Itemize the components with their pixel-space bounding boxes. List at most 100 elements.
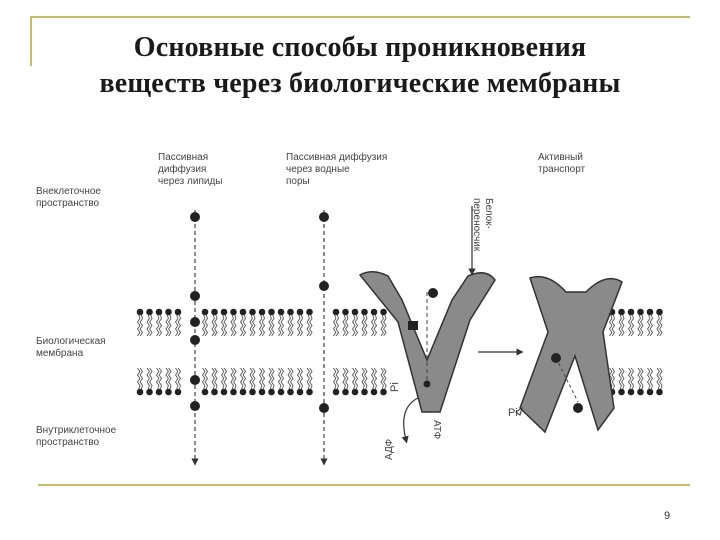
lipid-head — [287, 388, 294, 396]
lipid-tail — [659, 314, 663, 337]
frame-left-line — [30, 16, 32, 66]
lipid-tail — [174, 314, 179, 337]
molecule-dot — [319, 403, 329, 413]
molecule-dot — [428, 288, 438, 298]
lipid-head — [332, 308, 340, 316]
lipid-tail — [380, 367, 384, 390]
lipid-tail — [136, 314, 141, 337]
lipid-tail — [168, 367, 172, 390]
lipid-tail — [211, 367, 215, 390]
lipid-tail — [627, 314, 632, 337]
lipid-tail — [252, 367, 256, 390]
lipid-tail — [354, 314, 359, 337]
lipid-tail — [223, 314, 228, 337]
label-intracellular-2: пространство — [36, 437, 100, 448]
lipid-tail — [211, 314, 215, 337]
lipid-tail — [242, 367, 247, 390]
lipid-head — [287, 308, 294, 316]
title-line-1: Основные способы проникновения — [133, 32, 587, 63]
lipid-head — [370, 388, 378, 396]
lipid-head — [296, 388, 304, 396]
lipid-tail — [204, 314, 209, 337]
lipid-tail — [177, 367, 182, 390]
atp-adp-arrow — [401, 397, 419, 444]
label-membrane-2: мембрана — [36, 347, 84, 359]
label-passive-lipid-2: диффузия — [158, 163, 206, 175]
lipid-tail — [370, 367, 375, 390]
carrier-protein-closed — [519, 275, 623, 434]
lipid-head — [220, 388, 228, 396]
lipid-head — [174, 308, 182, 316]
label-intracellular-1: Внутриклеточное — [36, 425, 117, 436]
lipid-tail — [364, 314, 368, 337]
lipid-tail — [136, 367, 141, 390]
lipid-tail — [345, 367, 349, 390]
lipid-tail — [239, 314, 244, 337]
lipid-tail — [351, 367, 356, 390]
lipid-head — [646, 308, 654, 316]
label-carrier-2: переносчик — [471, 198, 482, 252]
lipid-head — [370, 308, 378, 316]
lipid-tail — [306, 367, 310, 390]
lipid-tail — [299, 367, 304, 390]
lipid-tail — [268, 314, 272, 337]
lipid-tail — [373, 314, 378, 337]
lipid-tail — [296, 314, 301, 337]
lipid-tail — [177, 314, 182, 337]
lipid-tail — [223, 367, 228, 390]
lipid-tail — [280, 367, 285, 390]
label-pi-left: Pi — [389, 382, 401, 392]
lipid-head — [277, 388, 285, 396]
lipid-tail — [611, 314, 616, 337]
lipid-tail — [608, 367, 613, 390]
lipid-head — [361, 388, 368, 396]
molecule-dot — [190, 212, 200, 222]
lipid-head — [211, 388, 218, 396]
lipid-tail — [649, 314, 654, 337]
lipid-head — [239, 308, 247, 316]
lipid-head — [332, 388, 340, 396]
label-active-2: транспорт — [538, 164, 586, 175]
lipid-tail — [383, 314, 387, 337]
lipid-tail — [621, 314, 625, 337]
lipid-head — [239, 388, 247, 396]
lipid-tail — [233, 367, 237, 390]
lipid-head — [165, 388, 172, 396]
label-membrane-1: Биологическая — [36, 336, 106, 347]
label-passive-pores-2: через водные — [286, 164, 350, 175]
lipid-tail — [139, 367, 144, 390]
lipid-head — [380, 308, 387, 316]
lipid-tail — [233, 314, 237, 337]
molecule-dot — [190, 291, 200, 301]
lipid-head — [201, 388, 209, 396]
lipid-head — [277, 308, 285, 316]
molecule-dot — [190, 335, 200, 345]
lipid-head — [351, 388, 359, 396]
lipid-tail — [149, 367, 153, 390]
lipid-head — [230, 308, 237, 316]
label-pi-right: Pi — [508, 407, 518, 419]
lipid-tail — [646, 314, 651, 337]
lipid-head — [342, 308, 349, 316]
lipid-tail — [611, 367, 616, 390]
lipid-tail — [242, 314, 247, 337]
lipid-head — [174, 388, 182, 396]
label-extracellular-2: пространство — [36, 198, 100, 209]
lipid-tail — [335, 314, 340, 337]
carrier-exit-path — [555, 357, 579, 403]
lipid-head — [351, 308, 359, 316]
lipid-tail — [342, 314, 346, 337]
lipid-tail — [258, 314, 263, 337]
label-passive-lipid-3: через липиды — [158, 176, 222, 187]
lipid-head — [268, 388, 275, 396]
lipid-tail — [342, 367, 346, 390]
lipid-tail — [380, 314, 384, 337]
lipid-tail — [165, 314, 169, 337]
lipid-tail — [271, 314, 275, 337]
lipid-head — [258, 388, 266, 396]
molecule-dot — [319, 212, 329, 222]
lipid-tail — [299, 314, 304, 337]
frame-bottom-line — [38, 484, 690, 486]
lipid-head — [380, 388, 387, 396]
